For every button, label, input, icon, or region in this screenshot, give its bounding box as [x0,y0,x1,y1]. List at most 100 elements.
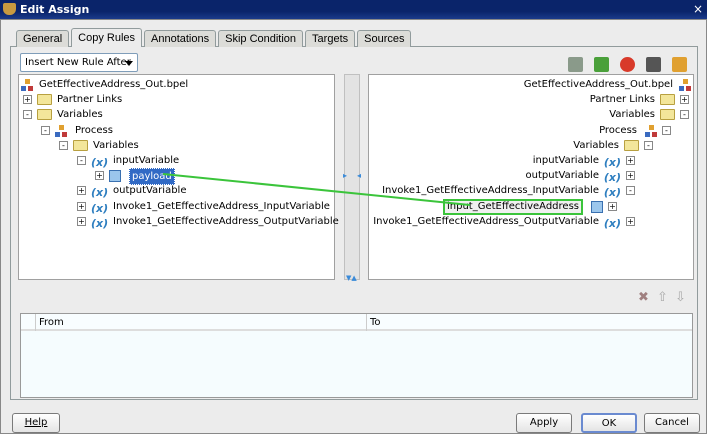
tree-item-label: Invoke1_GetEffectiveAddress_OutputVariab… [373,215,599,227]
tree-item[interactable]: -Variables [369,107,693,122]
collapse-toggle-icon[interactable]: ▼▲ [346,274,357,282]
process-icon [55,124,67,137]
expand-icon[interactable]: + [77,216,86,226]
column-from[interactable]: From [35,314,368,331]
tab-annotations[interactable]: Annotations [144,30,217,47]
collapse-icon[interactable]: - [680,110,689,120]
move-up-icon[interactable]: ⇧ [657,290,668,305]
arrow-left-icon: ◂ [356,171,361,180]
tree-item[interactable]: +payload [19,168,334,186]
tree-item-label: inputVariable [532,155,599,166]
variable-icon: (x) [91,216,109,230]
collapse-icon[interactable]: - [77,156,86,165]
tree-item[interactable]: +input_GetEffectiveAddress [369,198,693,215]
expand-icon[interactable]: + [680,95,689,105]
delete-rule-icon[interactable]: ✖ [638,290,649,305]
copy-rules-table[interactable]: From To [20,313,693,398]
close-button[interactable]: × [692,2,703,16]
collapse-icon[interactable]: - [662,125,671,135]
tab-skip-condition[interactable]: Skip Condition [218,30,304,47]
tab-sources[interactable]: Sources [357,30,412,47]
help-button[interactable]: Help [12,413,60,433]
tab-general[interactable]: General [16,30,70,47]
tab-targets[interactable]: Targets [305,30,356,47]
tree-item-label: inputVariable [113,155,180,166]
variable-icon: (x) [91,201,109,215]
move-down-icon[interactable]: ⇩ [675,290,686,305]
cancel-button[interactable]: Cancel [644,413,700,433]
variable-icon: (x) [603,216,621,230]
process-icon [645,124,657,137]
folder-open-icon [73,139,88,151]
collapse-icon[interactable]: - [626,186,635,196]
help-label: Help [24,417,48,428]
tab-copy-rules[interactable]: Copy Rules [71,28,142,47]
expand-icon[interactable]: + [626,216,635,226]
tree-item[interactable]: + Partner Links [19,92,334,107]
collapse-icon[interactable]: - [41,125,50,135]
tree-item[interactable]: +(x)inputVariable [369,153,693,169]
variable-icon: (x) [603,171,621,185]
variable-icon: (x) [91,156,109,169]
expand-icon[interactable]: + [77,201,86,211]
xml-fragment-icon[interactable] [594,57,609,72]
xpath-icon[interactable] [646,57,661,72]
folder-open-icon [660,109,675,121]
tree-item[interactable]: - Variables [369,138,693,153]
tree-item[interactable]: -Process [369,123,693,138]
tree-item-label: Partner Links [589,94,655,106]
variable-icon: (x) [603,186,621,200]
tree-item[interactable]: GetEffectiveAddress_Out.bpel [369,77,693,92]
tree-item[interactable]: + (x) Invoke1_GetEffectiveAddress_OutputVa… [19,214,339,230]
title-bar: Edit Assign [0,0,707,19]
tree-item-label: Partner Links [57,94,123,106]
column-to[interactable]: To [366,314,694,331]
tree-item[interactable]: -(x) inputVariable [19,153,334,169]
source-tree[interactable]: GetEffectiveAddress_Out.bpel + Partner Lin… [18,74,339,280]
tree-item[interactable]: -(x)Invoke1_GetEffectiveAddress_InputVar… [369,183,693,200]
expand-icon[interactable]: + [95,171,104,181]
ok-button[interactable]: OK [581,413,637,433]
variable-icon: (x) [91,186,109,200]
tree-item-label: outputVariable [525,170,599,182]
apply-button[interactable]: Apply [516,413,572,433]
folder-open-icon [624,139,639,151]
expand-icon[interactable]: + [626,156,635,165]
table-header: From To [21,314,692,331]
tree-item[interactable]: + (x) outputVariable [369,168,693,185]
collapse-icon[interactable]: - [644,140,653,150]
tree-item-label: outputVariable [113,185,187,197]
tree-item-label: Invoke1_GetEffectiveAddress_OutputVariab… [113,215,339,227]
tree-item[interactable]: + Partner Links [369,92,693,107]
tree-item[interactable]: + (x) Invoke1_GetEffectiveAddress_OutputVa… [369,214,693,230]
collapse-icon[interactable]: - [59,140,68,150]
mapping-splitter[interactable]: ▸ ◂ [343,74,361,280]
window-title: Edit Assign [20,3,90,16]
folder-icon [37,94,52,106]
tree-item-label: Variables [573,139,619,151]
expand-icon[interactable]: + [626,171,635,181]
tree-item[interactable]: +(x)Invoke1_GetEffectiveAddress_InputVar… [19,199,334,215]
folder-icon [660,94,675,106]
expression-icon[interactable] [568,57,583,72]
delete-icon[interactable] [620,57,635,72]
tree-item[interactable]: - Variables [19,107,334,122]
expand-icon[interactable]: + [23,95,32,105]
copy-icon[interactable] [672,57,687,72]
target-tree[interactable]: GetEffectiveAddress_Out.bpel + Partner Lin… [368,74,694,280]
insert-mode-dropdown[interactable]: Insert New Rule After [20,53,138,72]
expand-icon[interactable]: + [77,186,86,196]
tree-item-label: Process [75,124,113,136]
process-icon [21,79,33,91]
collapse-icon[interactable]: - [23,110,32,120]
arrow-right-icon: ▸ [343,171,348,180]
folder-open-icon [37,109,52,121]
element-icon [591,200,603,213]
tree-item-label: Variables [57,109,103,121]
expand-icon[interactable]: + [608,201,617,211]
tree-item[interactable]: + (x) outputVariable [19,183,334,200]
tree-item[interactable]: GetEffectiveAddress_Out.bpel [19,77,334,92]
tree-item[interactable]: - Process [19,123,334,138]
tree-item[interactable]: -Variables [19,138,334,153]
